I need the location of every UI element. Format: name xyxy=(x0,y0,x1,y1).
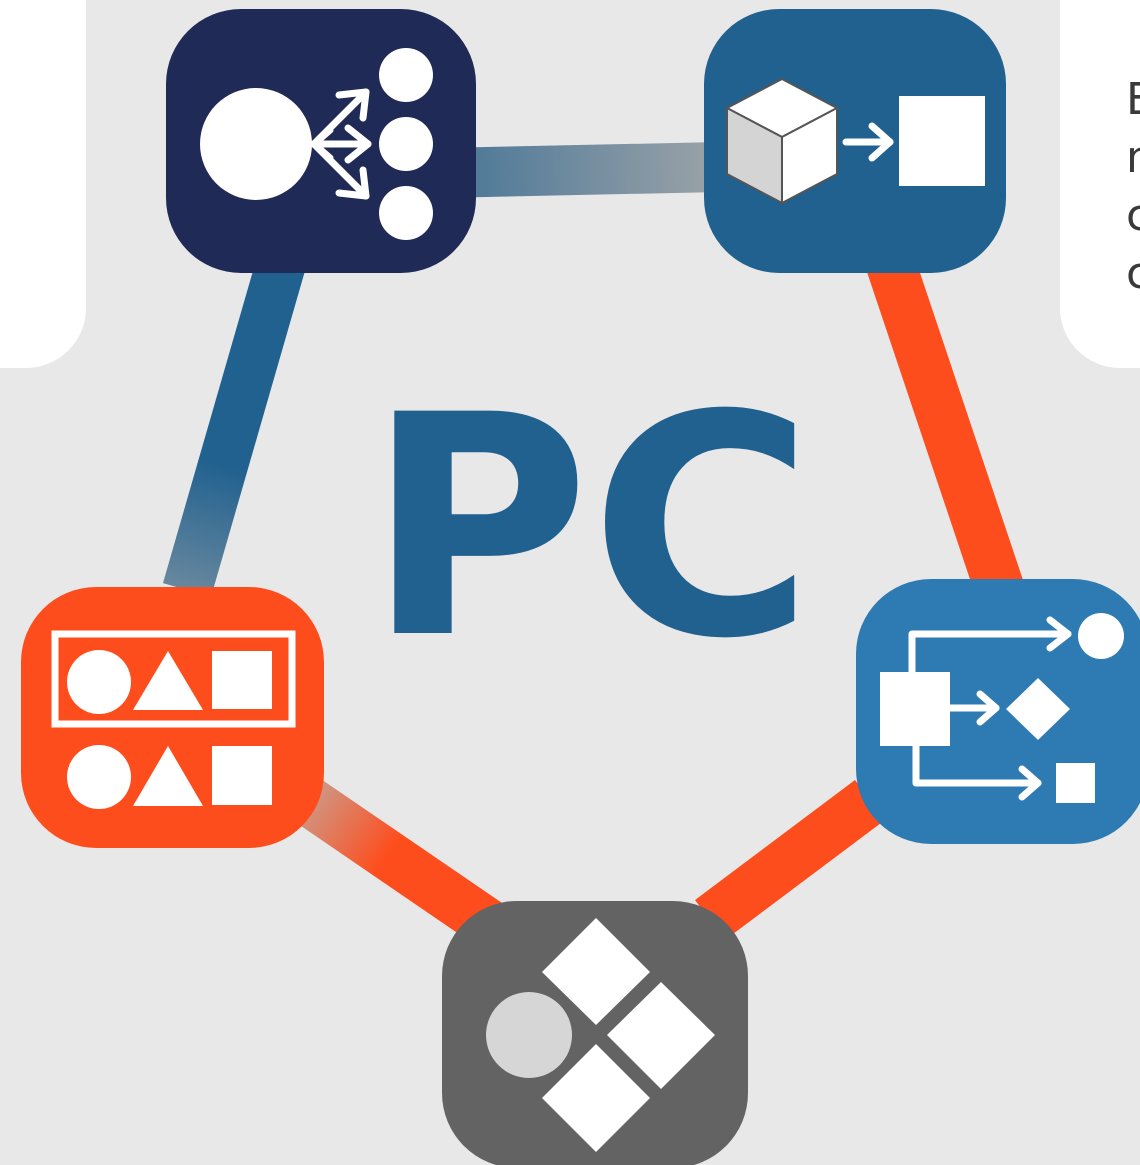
branching-flow-icon xyxy=(880,613,1124,803)
node-top-left xyxy=(166,9,476,273)
shape-grid-icon xyxy=(51,630,296,809)
center-label: PC xyxy=(366,350,813,705)
node-right xyxy=(856,579,1140,844)
cube-to-square-icon xyxy=(724,77,985,205)
edge-bottom-right xyxy=(695,780,885,940)
side-text-line: E xyxy=(1126,74,1140,125)
edge-top xyxy=(439,142,721,198)
edge-left xyxy=(162,243,310,597)
node-left xyxy=(21,587,324,848)
side-text-line: c xyxy=(1126,190,1140,241)
node-top-right xyxy=(704,9,1006,273)
side-text-line: c xyxy=(1126,248,1140,299)
edge-bottom-left xyxy=(285,774,505,946)
circle-diamonds-icon xyxy=(486,918,715,1152)
right-panel: E n c c xyxy=(1060,0,1140,368)
one-to-many-icon xyxy=(200,48,433,240)
left-panel xyxy=(0,0,86,368)
edge-right xyxy=(866,254,1024,598)
side-text-line: n xyxy=(1126,132,1140,183)
node-bottom xyxy=(442,901,748,1165)
